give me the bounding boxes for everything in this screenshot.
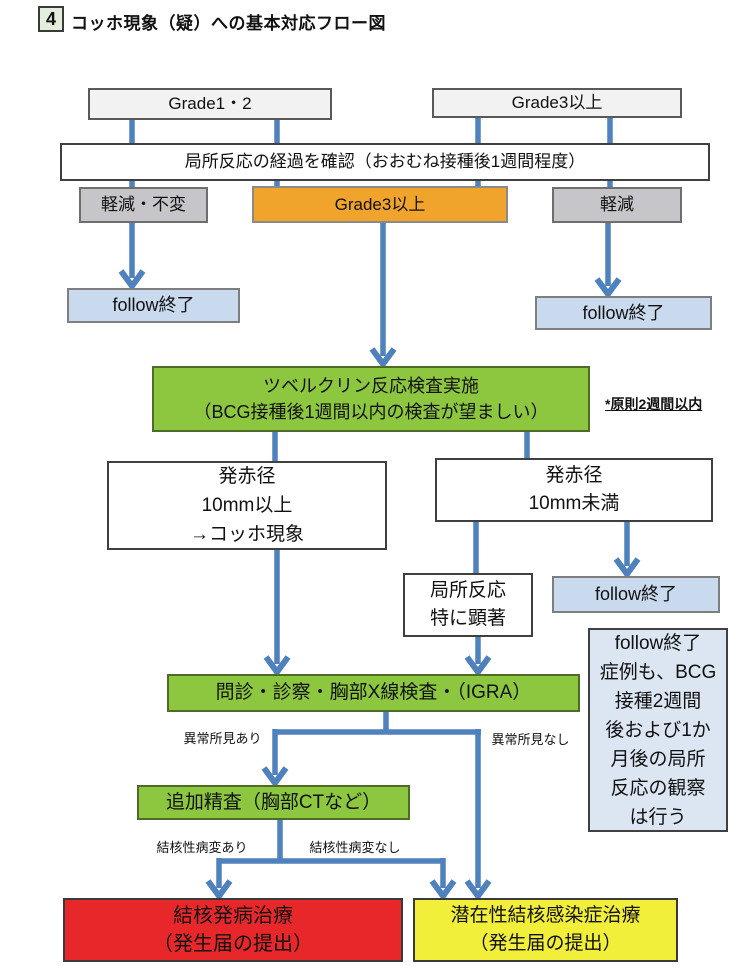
node-follow-left: follow終了 xyxy=(67,288,240,323)
node-hassekikei-over-line1: 発赤径 xyxy=(218,466,276,487)
arrow-keigen-to-follow-right xyxy=(594,221,622,300)
node-note-box: follow終了 症例も、BCG 接種2週間 後および1か 月後の局所 反応の観… xyxy=(588,628,728,832)
node-chiryo-red-line1: 結核発病治療 xyxy=(173,905,293,927)
node-chiryo-yellow-line1: 潜在性結核感染症治療 xyxy=(450,905,641,926)
arrow-split-to-yellow xyxy=(429,858,457,902)
arrow-under-to-follow-mid xyxy=(613,519,641,580)
arrow-split-to-red xyxy=(205,858,233,902)
note-line-6: 反応の観察 xyxy=(610,777,706,799)
note-gensoku: *原則2週間以内 xyxy=(605,396,703,412)
node-hassekikei-under: 発赤径 10mm未満 xyxy=(435,458,713,522)
note-line-1: follow終了 xyxy=(614,632,702,654)
label-ijo-ari: 異常所見あり xyxy=(183,731,262,746)
node-grade3-top: Grade3以上 xyxy=(432,88,682,118)
title-bar: 4 コッホ現象（疑）への基本対応フロー図 xyxy=(0,0,750,40)
node-tuberculin-line2: （BCG接種後1週間以内の検査が望ましい） xyxy=(193,402,549,422)
label-ijo-nashi: 異常所見なし xyxy=(491,732,570,747)
node-chiryo-yellow-line2: （発生届の提出） xyxy=(469,933,622,954)
node-kyokusho-line2: 特に顕著 xyxy=(429,608,506,629)
arrow-grade3mid-to-tuberculin xyxy=(369,221,397,370)
node-kyokusho-kencho: 局所反応 特に顕著 xyxy=(403,573,533,637)
note-line-5: 月後の局所 xyxy=(610,748,706,770)
node-tuberculin-line1: ツベルクリン反応検査実施 xyxy=(263,376,479,396)
node-hassekikei-over: 発赤径 10mm以上 →コッホ現象 xyxy=(107,461,387,550)
node-chiryo-yellow: 潜在性結核感染症治療 （発生届の提出） xyxy=(413,898,678,962)
node-hassekikei-under-line2: 10mm未満 xyxy=(528,493,620,514)
arrow-over-to-monshin xyxy=(263,548,291,678)
node-monshin: 問診・診察・胸部X線検査・（IGRA） xyxy=(167,674,580,712)
node-keigen: 軽減 xyxy=(552,187,682,223)
node-follow-right: follow終了 xyxy=(535,296,712,330)
node-follow-mid: follow終了 xyxy=(552,576,720,613)
label-kekkaku-nashi: 結核性病変なし xyxy=(309,840,401,855)
label-kekkaku-ari: 結核性病変あり xyxy=(156,840,248,855)
elbow-tsuika-split xyxy=(219,818,443,864)
title-number-badge: 4 xyxy=(38,6,64,32)
arrow-split-to-tsuika xyxy=(261,729,289,789)
arrow-keigenfuhen-to-follow-left xyxy=(118,221,146,292)
page-title: コッホ現象（疑）への基本対応フロー図 xyxy=(71,14,386,33)
node-kyokusho-line1: 局所反応 xyxy=(429,580,506,601)
note-line-4: 後および1か xyxy=(605,719,711,741)
node-hassekikei-over-line3: →コッホ現象 xyxy=(189,524,304,545)
arrow-split-to-yellow-long xyxy=(464,729,492,902)
node-keigen-fuhen: 軽減・不変 xyxy=(79,187,208,223)
note-line-7: は行う xyxy=(629,806,687,828)
node-grade1-2: Grade1・2 xyxy=(88,88,332,120)
node-chiryo-red: 結核発病治療 （発生届の提出） xyxy=(63,898,403,962)
node-tsuika: 追加精査（胸部CTなど） xyxy=(137,785,410,820)
node-hassekikei-over-line2: 10mm以上 xyxy=(201,495,293,516)
node-tuberculin: ツベルクリン反応検査実施 （BCG接種後1週間以内の検査が望ましい） xyxy=(152,366,590,432)
arrow-kyokusho-to-monshin xyxy=(464,635,492,678)
note-line-3: 接種2週間 xyxy=(614,690,702,712)
node-chiryo-red-line2: （発生届の提出） xyxy=(153,933,313,955)
node-kakunin: 局所反応の経過を確認（おおむね接種後1週間程度） xyxy=(60,143,710,181)
elbow-monshin-split xyxy=(275,710,481,735)
node-grade3-mid: Grade3以上 xyxy=(252,186,508,223)
note-line-2: 症例も、BCG xyxy=(599,661,717,683)
node-hassekikei-under-line1: 発赤径 xyxy=(545,465,603,486)
